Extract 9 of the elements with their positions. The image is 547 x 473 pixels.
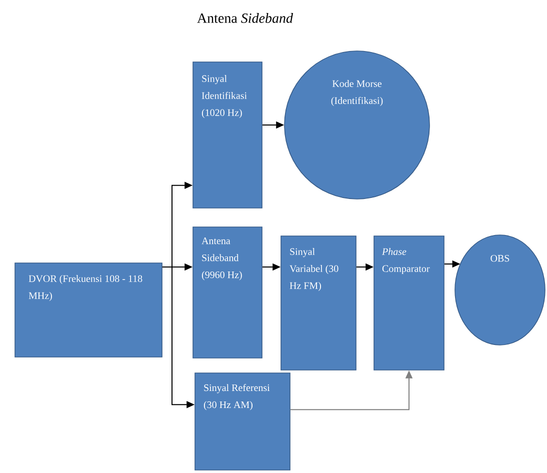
circle-node: OBS <box>454 234 546 346</box>
process-box: Sinyal Identifikasi (1020 Hz) <box>192 62 262 208</box>
title: Antena Sideband <box>197 13 294 23</box>
process-box: Phase Comparator <box>374 236 444 370</box>
process-box: Antena Sideband (9960 Hz) <box>192 226 262 358</box>
process-box: Sinyal Variabel (30 Hz FM) <box>280 236 356 370</box>
process-box: DVOR (Frekuensi 108 - 118 MHz) <box>14 262 162 358</box>
circle-node: Kode Morse (Identifikasi) <box>284 50 430 200</box>
process-box: Sinyal Referensi (30 Hz AM) <box>194 372 290 470</box>
